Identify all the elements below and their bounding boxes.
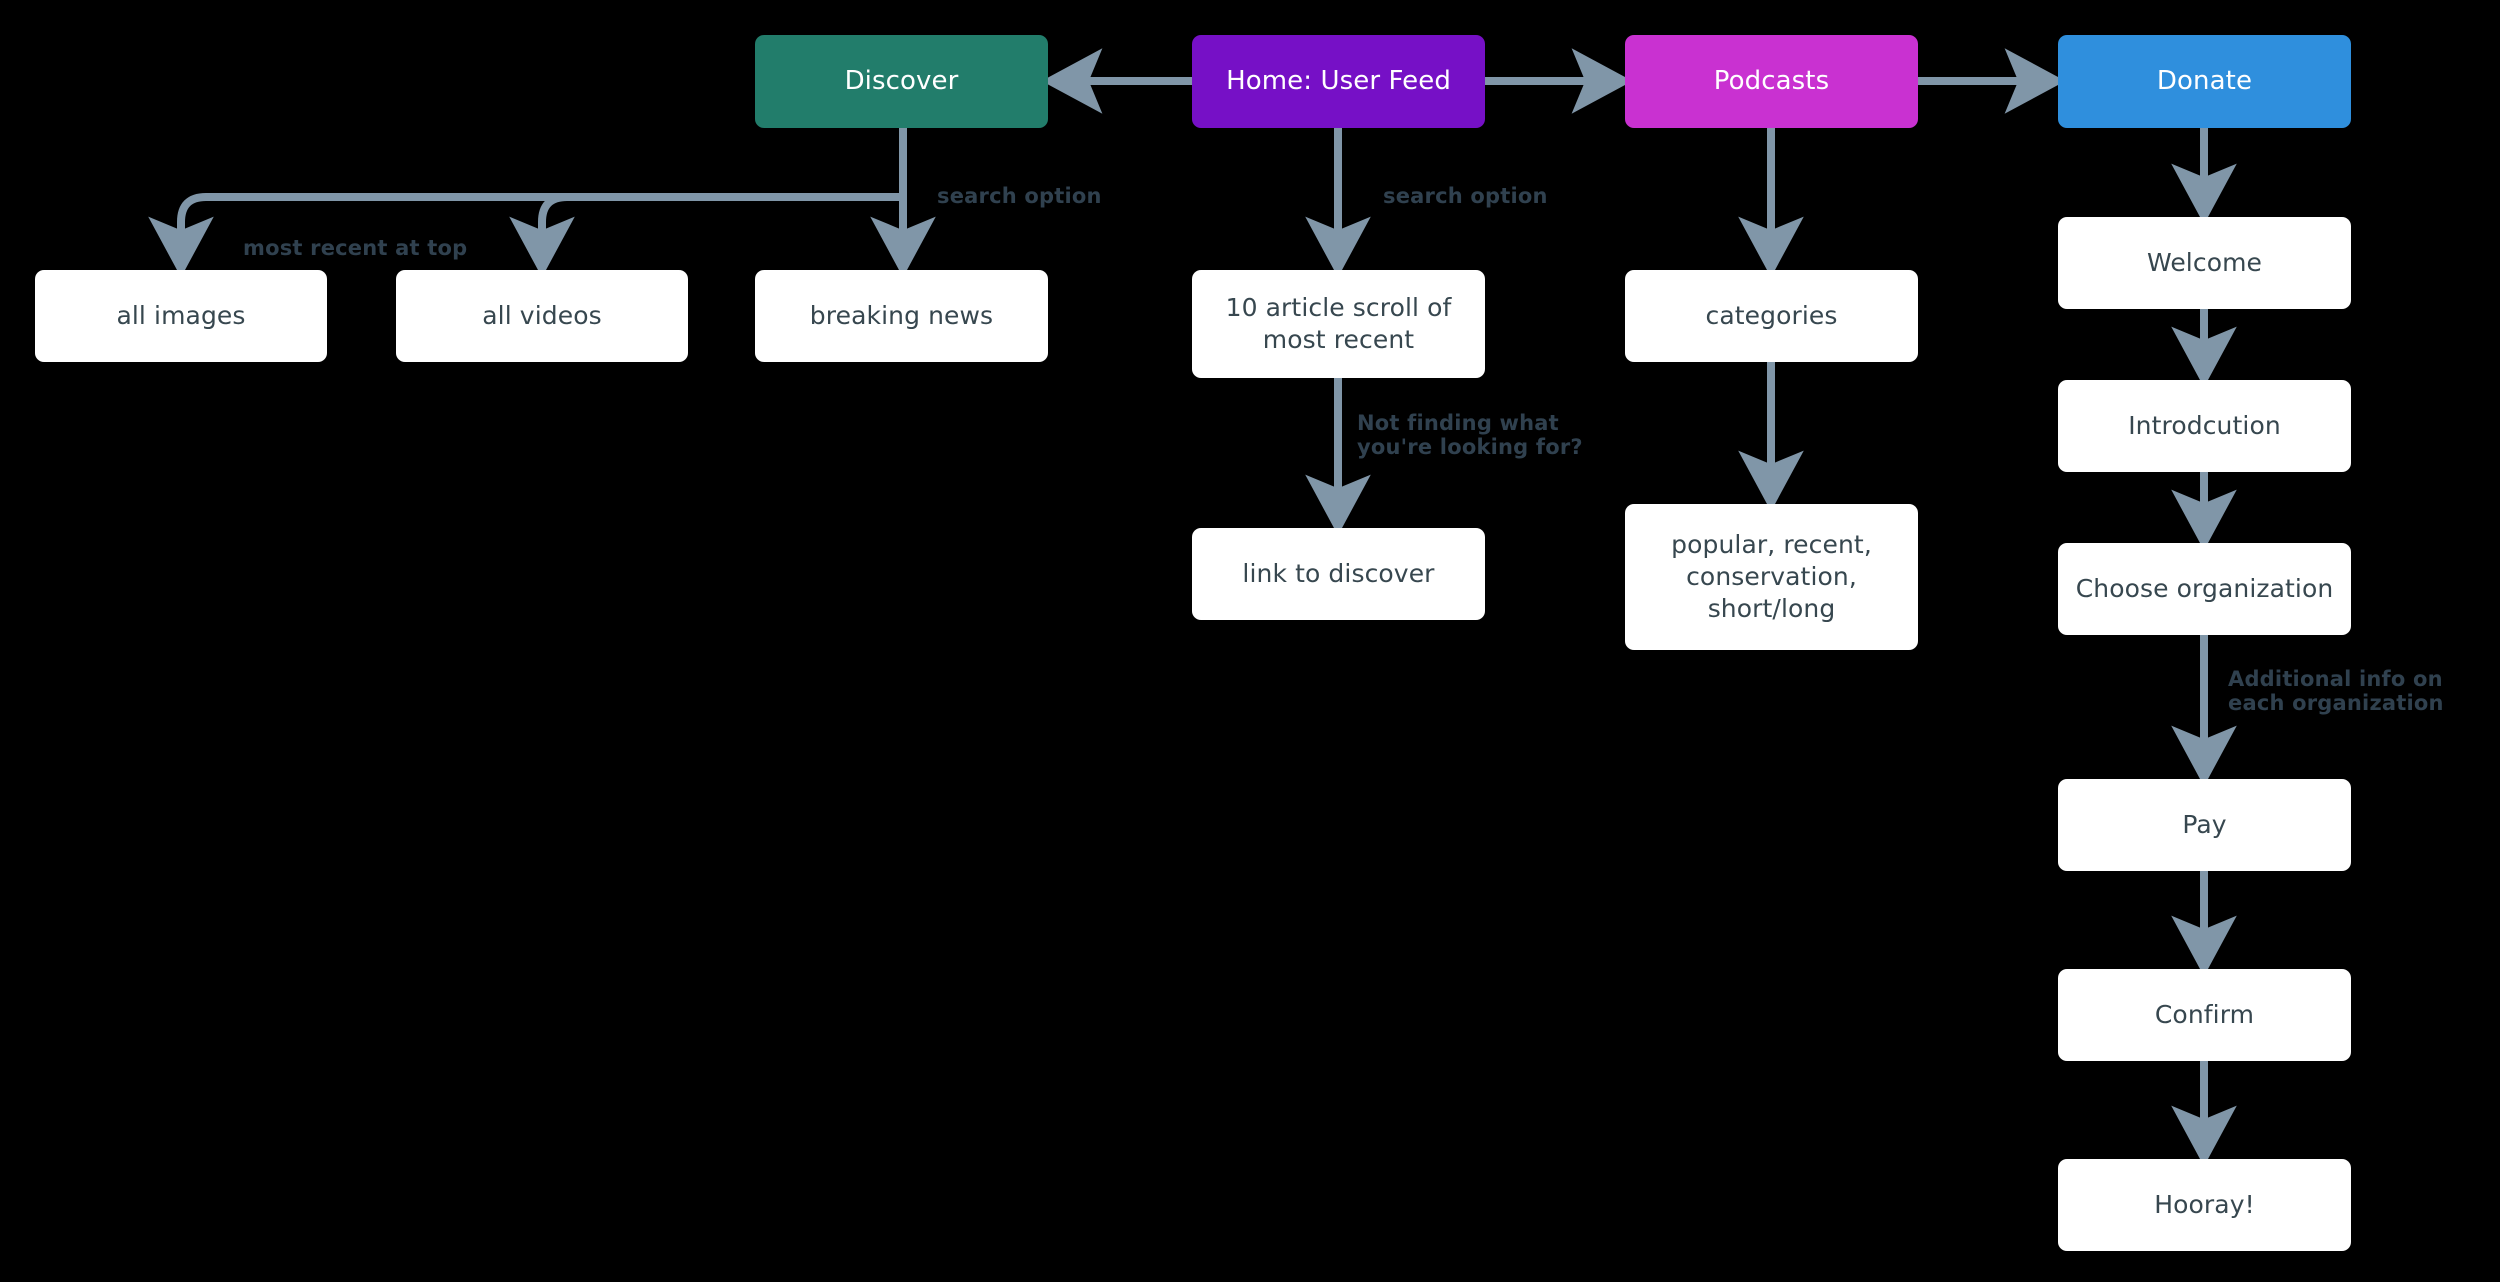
node-hooray-label: Hooray! — [2154, 1190, 2255, 1219]
node-pay[interactable]: Pay — [2058, 779, 2351, 871]
node-confirm[interactable]: Confirm — [2058, 969, 2351, 1061]
node-podcasts-label: Podcasts — [1713, 65, 1830, 96]
node-link-to-discover-label: link to discover — [1242, 559, 1435, 588]
node-discover[interactable]: Discover — [755, 35, 1048, 128]
edge-label-not-finding: Not finding what you're looking for? — [1357, 411, 1583, 459]
node-home-user-feed-label: Home: User Feed — [1226, 65, 1451, 96]
node-welcome[interactable]: Welcome — [2058, 217, 2351, 309]
node-donate[interactable]: Donate — [2058, 35, 2351, 128]
node-pay-label: Pay — [2182, 810, 2227, 839]
edge-discover-to-all-videos — [509, 193, 575, 278]
node-breaking-news-label: breaking news — [809, 301, 994, 330]
node-podcast-filters-label: popular, recent, conservation, short/lon… — [1671, 530, 1872, 623]
edge-discover-to-all-images — [148, 193, 214, 278]
node-breaking-news[interactable]: breaking news — [755, 270, 1048, 362]
node-podcast-filters[interactable]: popular, recent, conservation, short/lon… — [1625, 504, 1918, 650]
node-introduction[interactable]: Introdcution — [2058, 380, 2351, 472]
node-home-user-feed[interactable]: Home: User Feed — [1192, 35, 1485, 128]
node-link-to-discover[interactable]: link to discover — [1192, 528, 1485, 620]
node-welcome-label: Welcome — [2146, 248, 2263, 277]
node-categories-label: categories — [1705, 301, 1838, 330]
node-all-images-label: all images — [116, 301, 246, 330]
edge-label-search-option-discover: search option — [937, 184, 1102, 208]
node-all-images[interactable]: all images — [35, 270, 327, 362]
node-podcasts[interactable]: Podcasts — [1625, 35, 1918, 128]
edge-label-search-option-home: search option — [1383, 184, 1548, 208]
node-confirm-label: Confirm — [2154, 1000, 2255, 1029]
node-introduction-label: Introdcution — [2128, 411, 2281, 440]
node-article-scroll-label: 10 article scroll of most recent — [1225, 293, 1452, 354]
node-article-scroll[interactable]: 10 article scroll of most recent — [1192, 270, 1485, 378]
node-categories[interactable]: categories — [1625, 270, 1918, 362]
node-choose-organization[interactable]: Choose organization — [2058, 543, 2351, 635]
node-donate-label: Donate — [2156, 65, 2253, 96]
node-choose-organization-label: Choose organization — [2075, 574, 2334, 603]
node-all-videos-label: all videos — [482, 301, 602, 330]
edge-label-additional-info: Additional info on each organization — [2228, 667, 2444, 715]
node-discover-label: Discover — [844, 65, 959, 96]
node-all-videos[interactable]: all videos — [396, 270, 688, 362]
edge-label-most-recent-at-top: most recent at top — [243, 236, 468, 260]
node-hooray[interactable]: Hooray! — [2058, 1159, 2351, 1251]
